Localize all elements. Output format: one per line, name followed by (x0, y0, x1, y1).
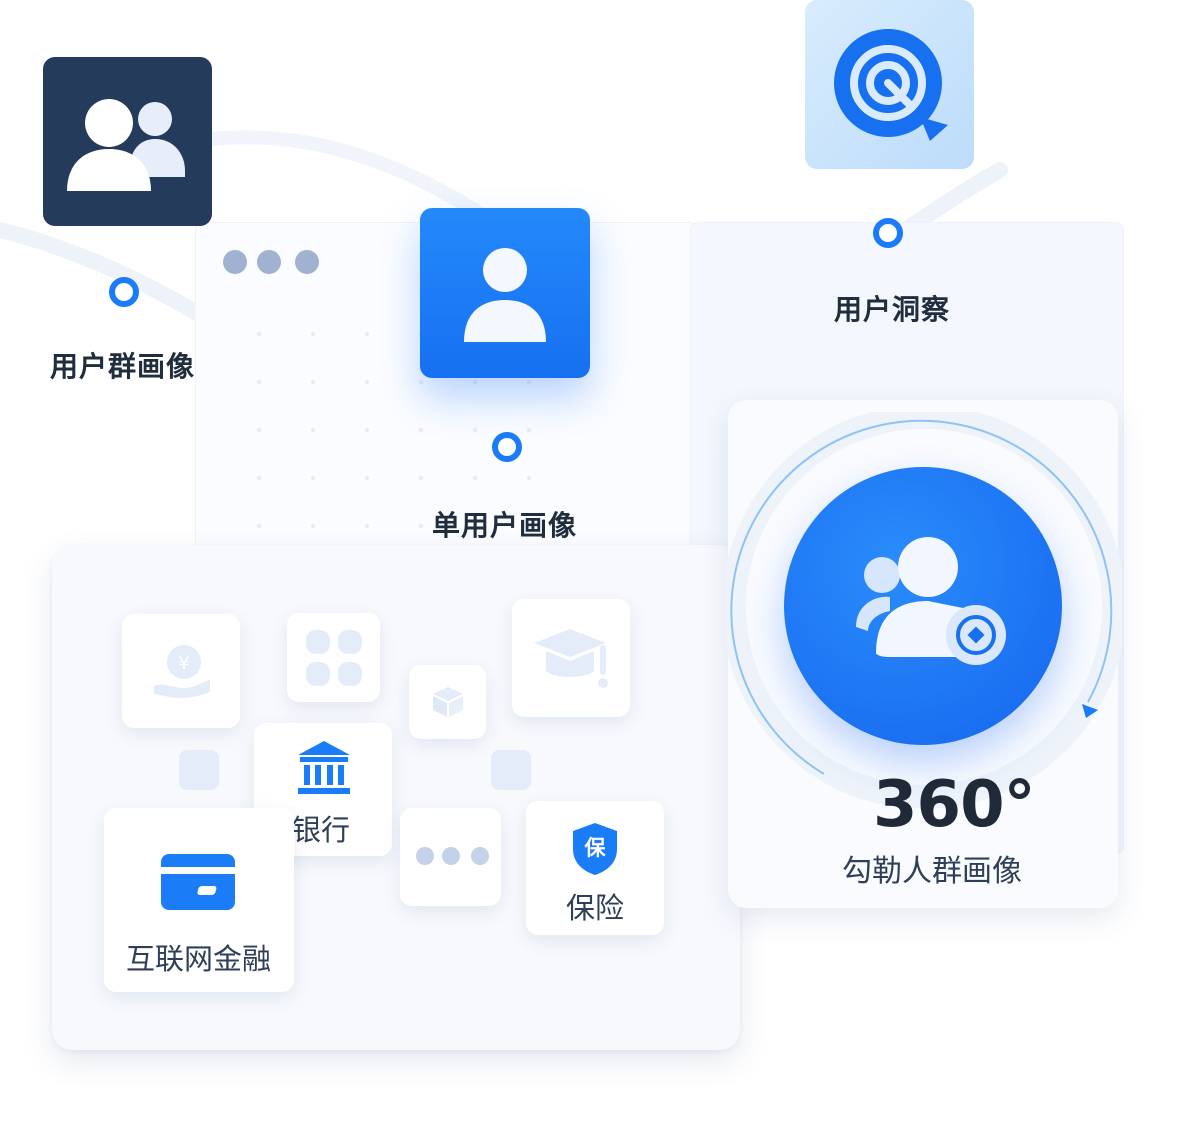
window-dot (295, 250, 319, 274)
more-dot (471, 847, 489, 865)
window-dot (257, 250, 281, 274)
box-icon (433, 687, 463, 717)
apps-tile (287, 613, 380, 702)
user-insight-label: 用户洞察 (834, 293, 951, 326)
credit-card-icon (161, 854, 235, 910)
insurance-label: 保险 (566, 891, 625, 925)
coin-hand-icon: ¥ (154, 645, 210, 698)
graduation-cap-icon (534, 629, 608, 688)
group-portrait-node (109, 277, 139, 307)
crowd-coin-icon (784, 467, 1062, 745)
connector-square (491, 750, 531, 790)
single-user-icon (420, 208, 590, 378)
connector-square (179, 750, 219, 790)
insurance-badge: 保 (584, 836, 606, 860)
bank-label: 银行 (292, 813, 351, 847)
more-dot (416, 847, 434, 865)
internet-finance-label: 互联网金融 (126, 942, 272, 976)
outline-caption: 勾勒人群画像 (842, 854, 1022, 889)
insurance-tile[interactable]: 保 保险 (526, 801, 664, 935)
more-dot (442, 847, 460, 865)
bank-icon (298, 741, 350, 794)
education-tile (512, 599, 630, 717)
group-portrait-label: 用户群画像 (50, 350, 196, 383)
user-group-icon (43, 57, 212, 226)
apps-icon (306, 630, 362, 686)
finance-coin-tile: ¥ (122, 614, 240, 728)
insight-icon (805, 0, 974, 169)
box-tile (409, 665, 486, 739)
single-portrait-label: 单用户画像 (432, 509, 578, 542)
more-tile[interactable] (400, 808, 501, 906)
insurance-shield-icon (573, 823, 617, 875)
svg-text:¥: ¥ (178, 653, 189, 674)
internet-finance-tile[interactable]: 互联网金融 (104, 808, 294, 992)
window-dot (223, 250, 247, 274)
insight-node (873, 218, 903, 248)
orbit-ring (726, 412, 1122, 808)
degree-value: 360° (873, 768, 1036, 842)
single-portrait-node (492, 432, 522, 462)
